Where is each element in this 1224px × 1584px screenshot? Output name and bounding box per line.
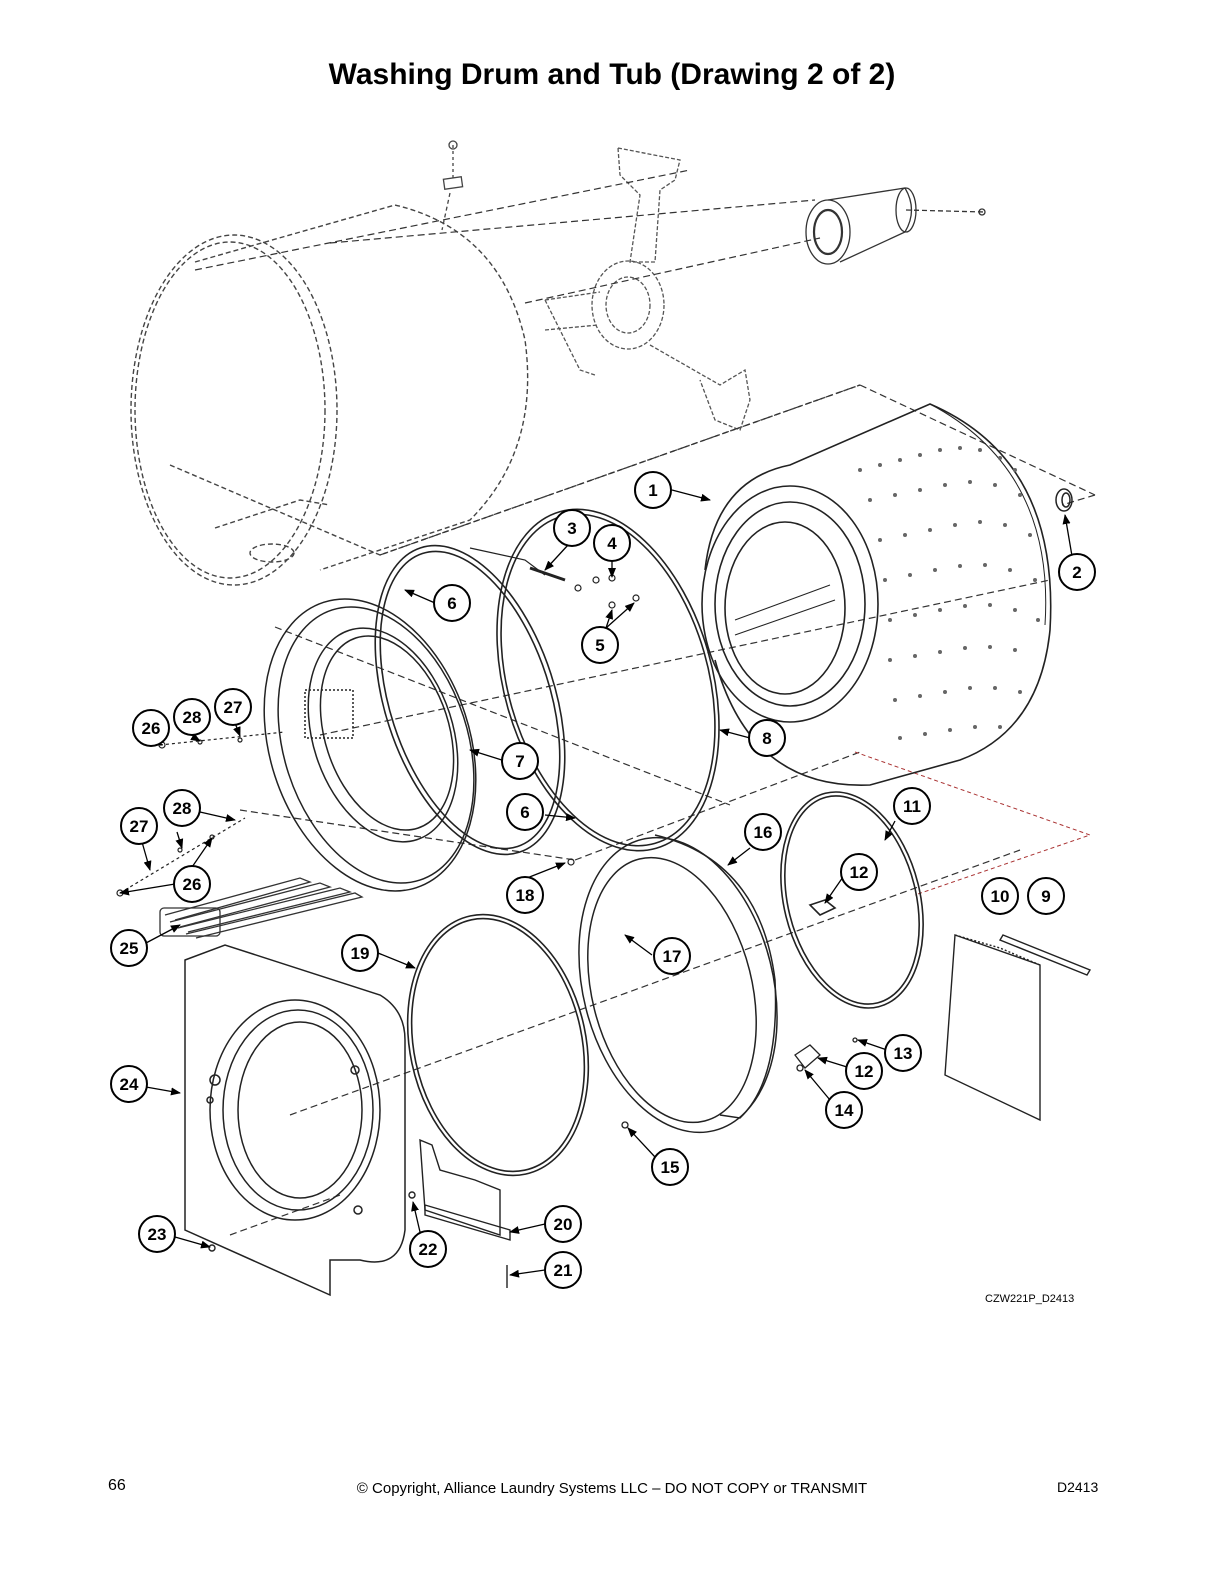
- spider-bracket: [544, 147, 751, 431]
- side-strip: [998, 934, 1092, 976]
- callout-21: 21: [544, 1251, 582, 1289]
- bottom-bracket: [208, 1138, 511, 1288]
- callout-13: 13: [884, 1034, 922, 1072]
- svg-text:3: 3: [567, 519, 576, 538]
- callout-10: 10: [981, 877, 1019, 915]
- svg-text:10: 10: [991, 887, 1010, 906]
- front-shroud: [578, 834, 778, 1134]
- svg-text:25: 25: [120, 939, 139, 958]
- gaskets: [374, 508, 720, 856]
- svg-text:27: 27: [130, 817, 149, 836]
- callout-11: 11: [893, 787, 931, 825]
- callout-12b: 12: [845, 1052, 883, 1090]
- svg-text:11: 11: [903, 797, 921, 816]
- document-code: D2413: [1057, 1479, 1099, 1495]
- callout-12: 12: [840, 853, 878, 891]
- small-nuts-washers: [567, 574, 640, 866]
- callout-24: 24: [110, 1065, 148, 1103]
- svg-text:15: 15: [661, 1158, 680, 1177]
- side-panel: [944, 934, 1041, 1122]
- callout-8: 8: [748, 719, 786, 757]
- svg-text:28: 28: [173, 799, 192, 818]
- callout-17: 17: [653, 937, 691, 975]
- heater-elements: [159, 877, 364, 939]
- callout-28b: 28: [163, 789, 201, 827]
- drum-perforations: [858, 446, 1040, 740]
- leader-arrows: [119, 489, 1073, 1278]
- door-gasket: [406, 913, 590, 1177]
- svg-text:19: 19: [351, 944, 370, 963]
- callout-14: 14: [825, 1091, 863, 1129]
- callout-6: 6: [433, 584, 471, 622]
- svg-text:28: 28: [183, 708, 202, 727]
- svg-text:6: 6: [447, 594, 456, 613]
- svg-text:26: 26: [183, 875, 202, 894]
- callout-26: 26: [132, 709, 170, 747]
- svg-text:27: 27: [224, 698, 243, 717]
- svg-text:16: 16: [754, 823, 773, 842]
- inner-drum: [701, 403, 1052, 786]
- callout-16: 16: [744, 813, 782, 851]
- svg-text:2: 2: [1072, 563, 1081, 582]
- svg-text:7: 7: [515, 752, 524, 771]
- svg-text:23: 23: [148, 1225, 167, 1244]
- callout-3: 3: [553, 509, 591, 547]
- drum-bushing: [1055, 488, 1073, 512]
- svg-text:13: 13: [894, 1044, 913, 1063]
- red-alignment-line: [854, 751, 1092, 896]
- callout-23: 23: [138, 1215, 176, 1253]
- drawing-code: CZW221P_D2413: [985, 1293, 1075, 1305]
- callout-7: 7: [501, 742, 539, 780]
- callout-28: 28: [173, 698, 211, 736]
- svg-text:6: 6: [520, 803, 529, 822]
- svg-text:14: 14: [835, 1101, 854, 1120]
- callout-27b: 27: [120, 807, 158, 845]
- alignment-lines: [194, 169, 1096, 1236]
- callout-5: 5: [581, 626, 619, 664]
- svg-text:1: 1: [648, 481, 657, 500]
- svg-text:24: 24: [120, 1075, 139, 1094]
- copyright-notice: © Copyright, Alliance Laundry Systems LL…: [356, 1480, 868, 1497]
- page-title: Washing Drum and Tub (Drawing 2 of 2): [328, 58, 896, 91]
- svg-text:12: 12: [855, 1062, 874, 1081]
- svg-text:22: 22: [419, 1240, 438, 1259]
- svg-text:5: 5: [595, 636, 604, 655]
- callout-19: 19: [341, 934, 379, 972]
- callout-15: 15: [651, 1148, 689, 1186]
- page-number: 66: [108, 1477, 126, 1494]
- door-ring: [780, 791, 924, 1009]
- svg-text:17: 17: [663, 947, 682, 966]
- svg-text:12: 12: [850, 863, 869, 882]
- callout-9: 9: [1027, 877, 1065, 915]
- front-panel: [184, 944, 406, 1297]
- outer-tub: [130, 204, 861, 586]
- front-tub-ring: [263, 598, 477, 892]
- callout-25: 25: [110, 929, 148, 967]
- callout-4: 4: [593, 524, 631, 562]
- svg-text:4: 4: [607, 534, 617, 553]
- svg-text:20: 20: [554, 1215, 573, 1234]
- callout-27: 27: [214, 688, 252, 726]
- callout-22: 22: [409, 1230, 447, 1268]
- callout-1: 1: [634, 471, 672, 509]
- callout-6b: 6: [506, 793, 544, 831]
- svg-text:8: 8: [762, 729, 771, 748]
- callout-20: 20: [544, 1205, 582, 1243]
- svg-text:9: 9: [1041, 887, 1050, 906]
- callout-2: 2: [1058, 553, 1096, 591]
- callout-26b: 26: [173, 865, 211, 903]
- latch-parts: [621, 1037, 858, 1129]
- svg-text:18: 18: [516, 886, 535, 905]
- bearing-shaft: [805, 187, 986, 265]
- svg-text:26: 26: [142, 719, 161, 738]
- top-bolt: [441, 140, 464, 231]
- callout-18: 18: [506, 876, 544, 914]
- svg-text:21: 21: [554, 1261, 573, 1280]
